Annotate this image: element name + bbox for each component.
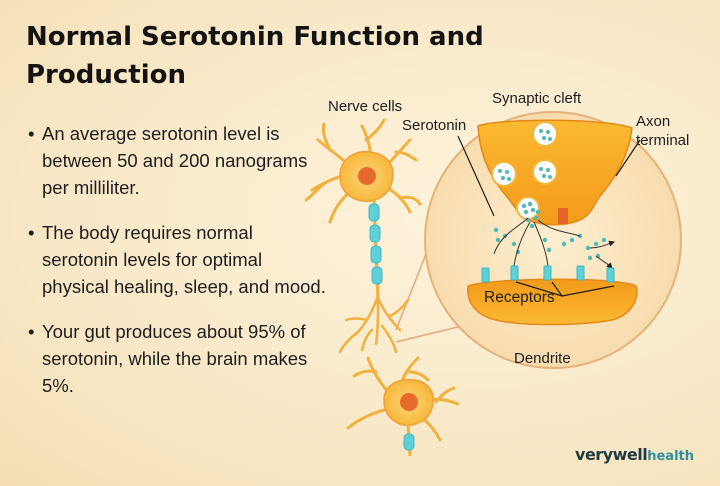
vesicle-group (491, 121, 558, 220)
axon (368, 199, 383, 301)
nucleus (400, 393, 418, 411)
synapse-zoom (424, 111, 682, 369)
lower-neuron (346, 356, 460, 457)
label-serotonin: Serotonin (402, 117, 466, 134)
brand-logo: verywellhealth (575, 445, 694, 464)
page-title: Normal Serotonin Function and Production (26, 22, 484, 90)
label-dendrite: Dendrite (514, 350, 571, 367)
label-receptors: Receptors (484, 289, 555, 306)
diffusion-paths (493, 217, 615, 269)
label-nerve-cells: Nerve cells (328, 98, 402, 115)
brand-name: verywell (575, 445, 648, 464)
label-pointers (457, 135, 641, 297)
bullet-item: An average serotonin level is between 50… (28, 120, 330, 201)
bullet-list: An average serotonin level is between 50… (28, 120, 330, 417)
nucleus (358, 167, 376, 185)
label-synaptic-cleft: Synaptic cleft (492, 90, 582, 107)
reuptake-channel (558, 208, 568, 224)
label-axon-terminal-line1: Axon (636, 113, 670, 130)
bullet-item: The body requires normal serotonin level… (28, 219, 330, 300)
receptor-group (481, 265, 615, 283)
dendrite (467, 278, 638, 326)
brand-suffix: health (647, 449, 694, 464)
upper-neuron (304, 118, 422, 224)
axon-branches (338, 294, 410, 354)
bullet-item: Your gut produces about 95% of serotonin… (28, 318, 330, 399)
label-axon-terminal-line2: terminal (636, 132, 689, 149)
